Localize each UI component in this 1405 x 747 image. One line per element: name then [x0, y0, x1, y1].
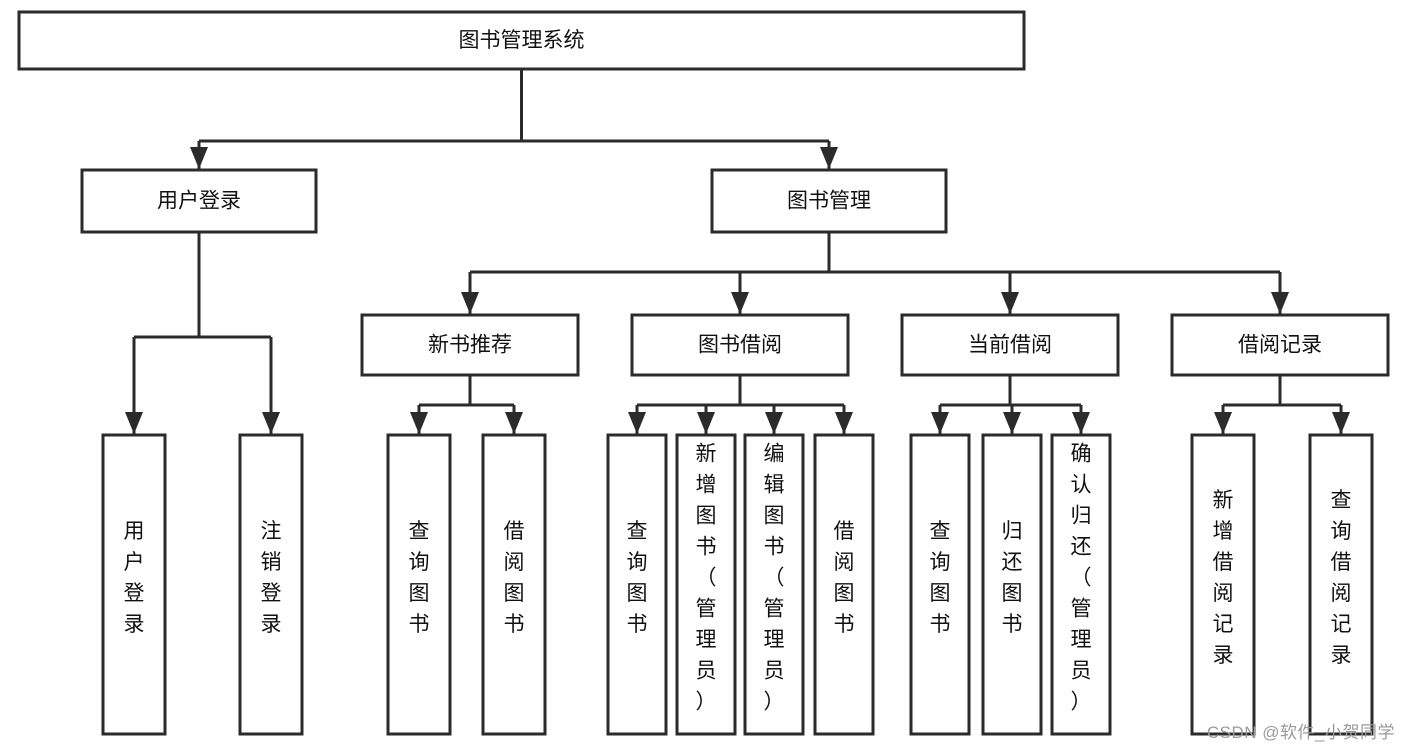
- arrow-head-icon: [1001, 292, 1019, 314]
- node-leaf-query-book-current[interactable]: 查询图书: [909, 433, 971, 736]
- arrow-head-icon: [262, 412, 280, 434]
- node-leaf-add-borrow-record[interactable]: 新增借阅记录: [1190, 433, 1256, 736]
- node-label-leaf-user-login: 用户登录: [124, 520, 145, 636]
- node-box-leaf-edit-book-admin[interactable]: [743, 433, 805, 736]
- node-leaf-query-borrow-record[interactable]: 查询借阅记录: [1308, 433, 1374, 736]
- node-box-book-borrow[interactable]: [630, 313, 850, 377]
- node-box-leaf-confirm-return-admin[interactable]: [1050, 433, 1112, 736]
- node-book-management[interactable]: 图书管理: [710, 168, 948, 234]
- arrow-head-icon: [190, 147, 208, 169]
- arrow-head-icon: [410, 412, 428, 434]
- node-label-book-management: 图书管理: [787, 190, 871, 213]
- arrow-head-icon: [697, 412, 715, 434]
- node-box-user-login[interactable]: [80, 168, 318, 234]
- arrow-head-icon: [1271, 292, 1289, 314]
- node-box-leaf-query-book-current[interactable]: [909, 433, 971, 736]
- node-label-book-borrow: 图书借阅: [698, 334, 782, 357]
- node-label-leaf-add-book-admin: 新增图书（管理员）: [696, 443, 717, 714]
- node-box-leaf-logout-login[interactable]: [238, 433, 304, 736]
- node-leaf-query-book-borrow[interactable]: 查询图书: [606, 433, 668, 736]
- arrow-head-icon: [820, 147, 838, 169]
- node-label-leaf-query-book-borrow: 查询图书: [627, 520, 648, 636]
- node-leaf-query-book-recommend[interactable]: 查询图书: [386, 433, 452, 736]
- node-box-book-management[interactable]: [710, 168, 948, 234]
- node-box-leaf-query-book-recommend[interactable]: [386, 433, 452, 736]
- node-label-leaf-logout-login: 注销登录: [261, 520, 282, 636]
- arrow-head-icon: [731, 292, 749, 314]
- node-leaf-user-login[interactable]: 用户登录: [101, 433, 167, 736]
- arrow-head-icon: [1072, 412, 1090, 434]
- node-box-leaf-user-login[interactable]: [101, 433, 167, 736]
- node-label-leaf-confirm-return-admin: 确认归还（管理员）: [1071, 443, 1092, 714]
- arrow-head-icon: [1332, 412, 1350, 434]
- node-current-borrow[interactable]: 当前借阅: [900, 313, 1120, 377]
- node-box-root[interactable]: [17, 10, 1026, 71]
- node-leaf-edit-book-admin[interactable]: 编辑图书（管理员）: [743, 433, 805, 736]
- watermark-label: CSDN @软件_小贺同学: [1206, 723, 1395, 742]
- node-label-leaf-borrow-book: 借阅图书: [834, 520, 855, 636]
- node-leaf-logout-login[interactable]: 注销登录: [238, 433, 304, 736]
- node-leaf-borrow-book-recommend[interactable]: 借阅图书: [481, 433, 547, 736]
- node-root[interactable]: 图书管理系统: [17, 10, 1026, 71]
- node-label-leaf-add-borrow-record: 新增借阅记录: [1213, 489, 1234, 667]
- node-label-leaf-borrow-book-recommend: 借阅图书: [504, 520, 525, 636]
- node-label-root: 图书管理系统: [459, 29, 585, 52]
- node-box-leaf-add-borrow-record[interactable]: [1190, 433, 1256, 736]
- node-user-login[interactable]: 用户登录: [80, 168, 318, 234]
- arrow-head-icon: [765, 412, 783, 434]
- arrow-head-icon: [1214, 412, 1232, 434]
- node-box-leaf-return-book[interactable]: [981, 433, 1043, 736]
- node-label-user-login: 用户登录: [157, 190, 241, 213]
- node-box-leaf-borrow-book[interactable]: [813, 433, 875, 736]
- node-label-leaf-edit-book-admin: 编辑图书（管理员）: [764, 443, 785, 714]
- node-label-leaf-query-book-current: 查询图书: [930, 520, 951, 636]
- node-leaf-confirm-return-admin[interactable]: 确认归还（管理员）: [1050, 433, 1112, 736]
- node-leaf-add-book-admin[interactable]: 新增图书（管理员）: [675, 433, 737, 736]
- node-leaf-return-book[interactable]: 归还图书: [981, 433, 1043, 736]
- node-box-leaf-query-borrow-record[interactable]: [1308, 433, 1374, 736]
- node-box-leaf-borrow-book-recommend[interactable]: [481, 433, 547, 736]
- arrow-head-icon: [628, 412, 646, 434]
- node-label-new-book-recommend: 新书推荐: [428, 334, 512, 357]
- node-label-leaf-return-book: 归还图书: [1002, 520, 1023, 636]
- arrow-head-icon: [1003, 412, 1021, 434]
- node-box-leaf-query-book-borrow[interactable]: [606, 433, 668, 736]
- node-book-borrow[interactable]: 图书借阅: [630, 313, 850, 377]
- node-label-current-borrow: 当前借阅: [968, 334, 1052, 357]
- arrow-head-icon: [931, 412, 949, 434]
- node-label-borrow-record: 借阅记录: [1238, 334, 1322, 357]
- node-label-leaf-query-book-recommend: 查询图书: [409, 520, 430, 636]
- node-box-new-book-recommend[interactable]: [360, 313, 580, 377]
- arrow-head-icon: [461, 292, 479, 314]
- node-box-borrow-record[interactable]: [1170, 313, 1390, 377]
- node-label-leaf-query-borrow-record: 查询借阅记录: [1331, 489, 1352, 667]
- node-leaf-borrow-book[interactable]: 借阅图书: [813, 433, 875, 736]
- arrow-head-icon: [125, 412, 143, 434]
- node-new-book-recommend[interactable]: 新书推荐: [360, 313, 580, 377]
- arrow-head-icon: [505, 412, 523, 434]
- node-box-leaf-add-book-admin[interactable]: [675, 433, 737, 736]
- arrow-head-icon: [835, 412, 853, 434]
- node-borrow-record[interactable]: 借阅记录: [1170, 313, 1390, 377]
- node-box-current-borrow[interactable]: [900, 313, 1120, 377]
